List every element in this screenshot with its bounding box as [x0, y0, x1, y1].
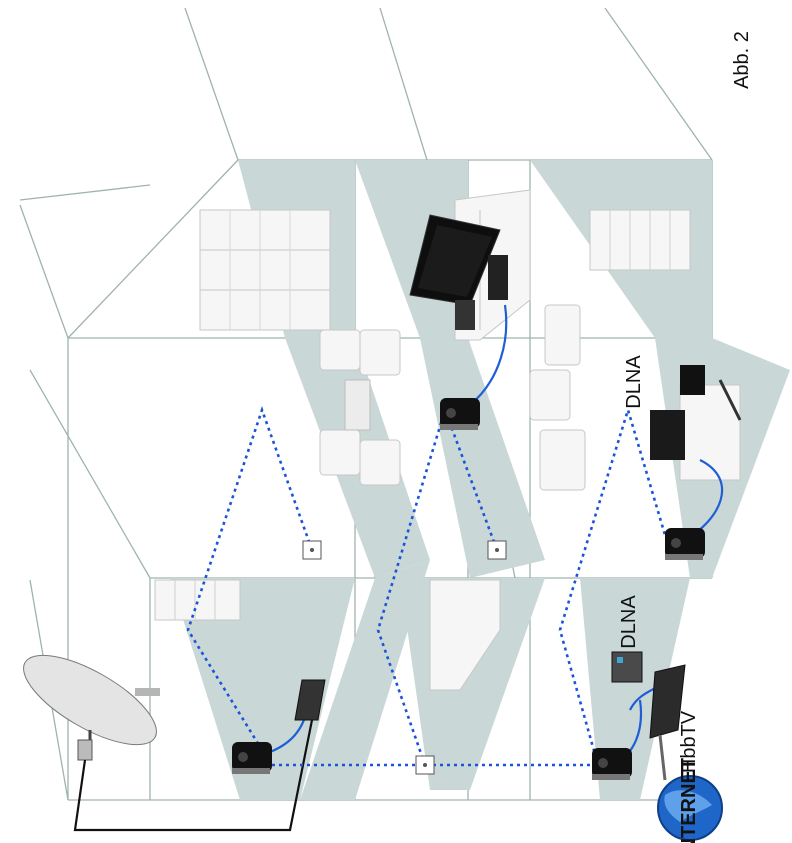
powerline-adapter-bottom [665, 528, 705, 560]
sofa-middle-floor [530, 305, 585, 490]
shelf-top-floor [200, 210, 330, 330]
wall-socket-middle [488, 541, 506, 559]
internet-cable [660, 735, 665, 780]
wall-socket-floor [416, 756, 434, 774]
powerline-adapter-middle [440, 398, 480, 430]
shelf-attic-left [155, 580, 240, 620]
figure-label: Abb. 2 [731, 31, 753, 89]
dlna-label-bottom: DLNA [618, 595, 640, 649]
shelf-bottom-floor [590, 210, 690, 270]
hbbtv-label: HbbTV [678, 710, 700, 773]
powerline-adapter-attic [232, 742, 272, 774]
powerline-adapter-router [592, 748, 632, 780]
nas-media-server [612, 652, 642, 682]
dlna-label-top: DLNA [623, 355, 645, 409]
satellite-dish [11, 638, 169, 761]
wall-socket-top [303, 541, 321, 559]
